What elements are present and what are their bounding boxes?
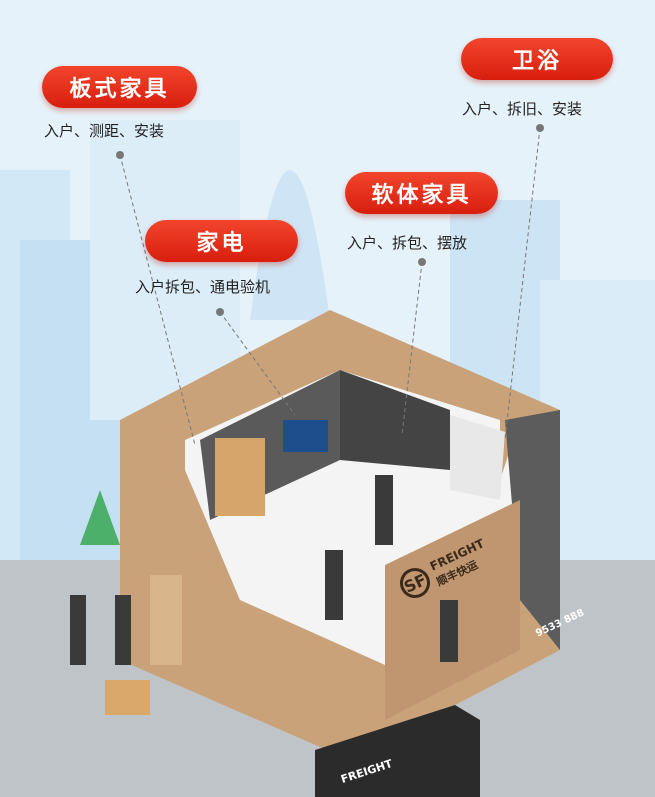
service-tasks-appliances: 入户拆包、通电验机 — [135, 278, 271, 296]
callout-dots — [116, 124, 544, 316]
service-badge-soft-furniture: 软体家具 — [345, 172, 498, 214]
callout-lines — [119, 127, 541, 446]
service-badge-panel-furniture: 板式家具 — [42, 66, 197, 108]
service-badge-appliances: 家电 — [145, 220, 298, 262]
boxes — [105, 680, 150, 715]
bathroom — [450, 415, 505, 500]
dark-panel — [505, 410, 560, 650]
workers — [70, 475, 458, 665]
tv — [283, 420, 328, 452]
service-tasks-soft-furniture: 入户、拆包、摆放 — [347, 234, 468, 252]
truck — [315, 705, 480, 797]
service-badge-bathroom: 卫浴 — [461, 38, 613, 80]
service-tasks-panel-furniture: 入户、测距、安装 — [44, 122, 165, 140]
back-wall-right — [340, 370, 450, 470]
service-tasks-bathroom: 入户、拆旧、安装 — [462, 100, 583, 118]
house-box — [70, 310, 560, 760]
wardrobe — [215, 438, 265, 516]
tree — [80, 490, 120, 545]
door — [150, 575, 182, 665]
